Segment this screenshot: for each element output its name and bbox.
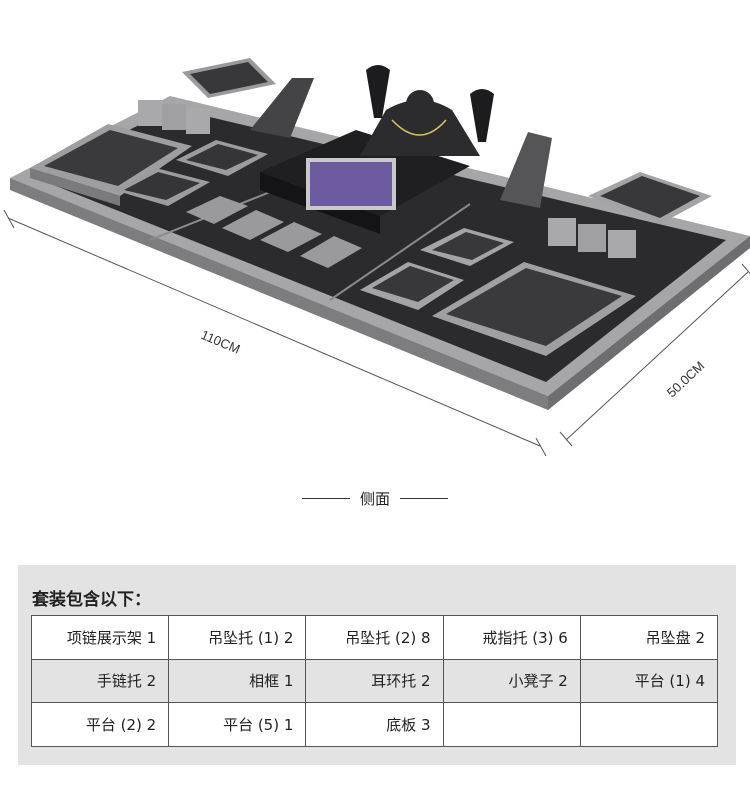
- table-cell: 手链托 2: [32, 659, 170, 704]
- table-cell: 项链展示架 1: [32, 616, 170, 660]
- board-seam-right: [329, 203, 471, 301]
- table-cell: 平台 (2) 2: [32, 703, 170, 747]
- pendant-stand-right: [500, 132, 552, 208]
- table-cell: 戒指托 (3) 6: [443, 616, 581, 660]
- base-board-side: [10, 178, 548, 410]
- ring-stool-2: [162, 104, 186, 130]
- caption-rule-left: [301, 497, 350, 499]
- necklace-bust: [360, 100, 480, 156]
- length-dimension-line: [7, 217, 541, 447]
- depth-dimension-line: [565, 271, 749, 441]
- base-board-side-right: [548, 236, 750, 410]
- length-label: 110CM: [199, 327, 243, 357]
- depth-label: 50.0CM: [664, 358, 708, 400]
- table-cell: 小凳子 2: [443, 659, 581, 704]
- table-cell: 吊坠托 (2) 8: [306, 616, 444, 660]
- table-cell: 吊坠托 (1) 2: [169, 616, 307, 660]
- caption-rule-right: [400, 497, 448, 499]
- set-contents-table: 项链展示架 1 吊坠托 (1) 2 吊坠托 (2) 8 戒指托 (3) 6 吊坠…: [31, 615, 718, 747]
- ring-stool-6: [608, 230, 636, 258]
- ring-stool-3: [186, 108, 210, 134]
- pendant-holder-4: [300, 236, 362, 268]
- set-title: 套装包含以下：: [32, 590, 151, 610]
- ring-stool-5: [578, 224, 606, 252]
- table-cell: 平台 (1) 4: [580, 659, 718, 704]
- table-cell: 吊坠盘 2: [580, 616, 718, 660]
- product-photo: 110CM 50.0CM: [3, 58, 750, 457]
- table-cell: [443, 703, 581, 747]
- caption-text: 侧面: [359, 489, 390, 508]
- pendant-holder-1: [186, 196, 248, 224]
- pendant-holder-3: [260, 222, 322, 252]
- table-cell: 耳环托 2: [306, 659, 444, 704]
- ring-stool-4: [548, 218, 576, 246]
- table-cell: 底板 3: [306, 703, 444, 747]
- pendant-holder-2: [222, 210, 284, 240]
- table-cell: [580, 703, 718, 747]
- side-view-caption: 侧面: [0, 484, 750, 512]
- set-contents-panel: 套装包含以下： 项链展示架 1 吊坠托 (1) 2 吊坠托 (2) 8 戒指托 …: [18, 565, 736, 765]
- ring-stool-1: [138, 100, 162, 126]
- pendant-stand-back: [250, 78, 314, 138]
- photo-frame: [306, 158, 396, 210]
- table-cell: 相框 1: [169, 659, 307, 704]
- earring-stand-1: [366, 65, 390, 118]
- table-cell: 平台 (5) 1: [169, 703, 307, 747]
- earring-stand-2: [470, 89, 494, 142]
